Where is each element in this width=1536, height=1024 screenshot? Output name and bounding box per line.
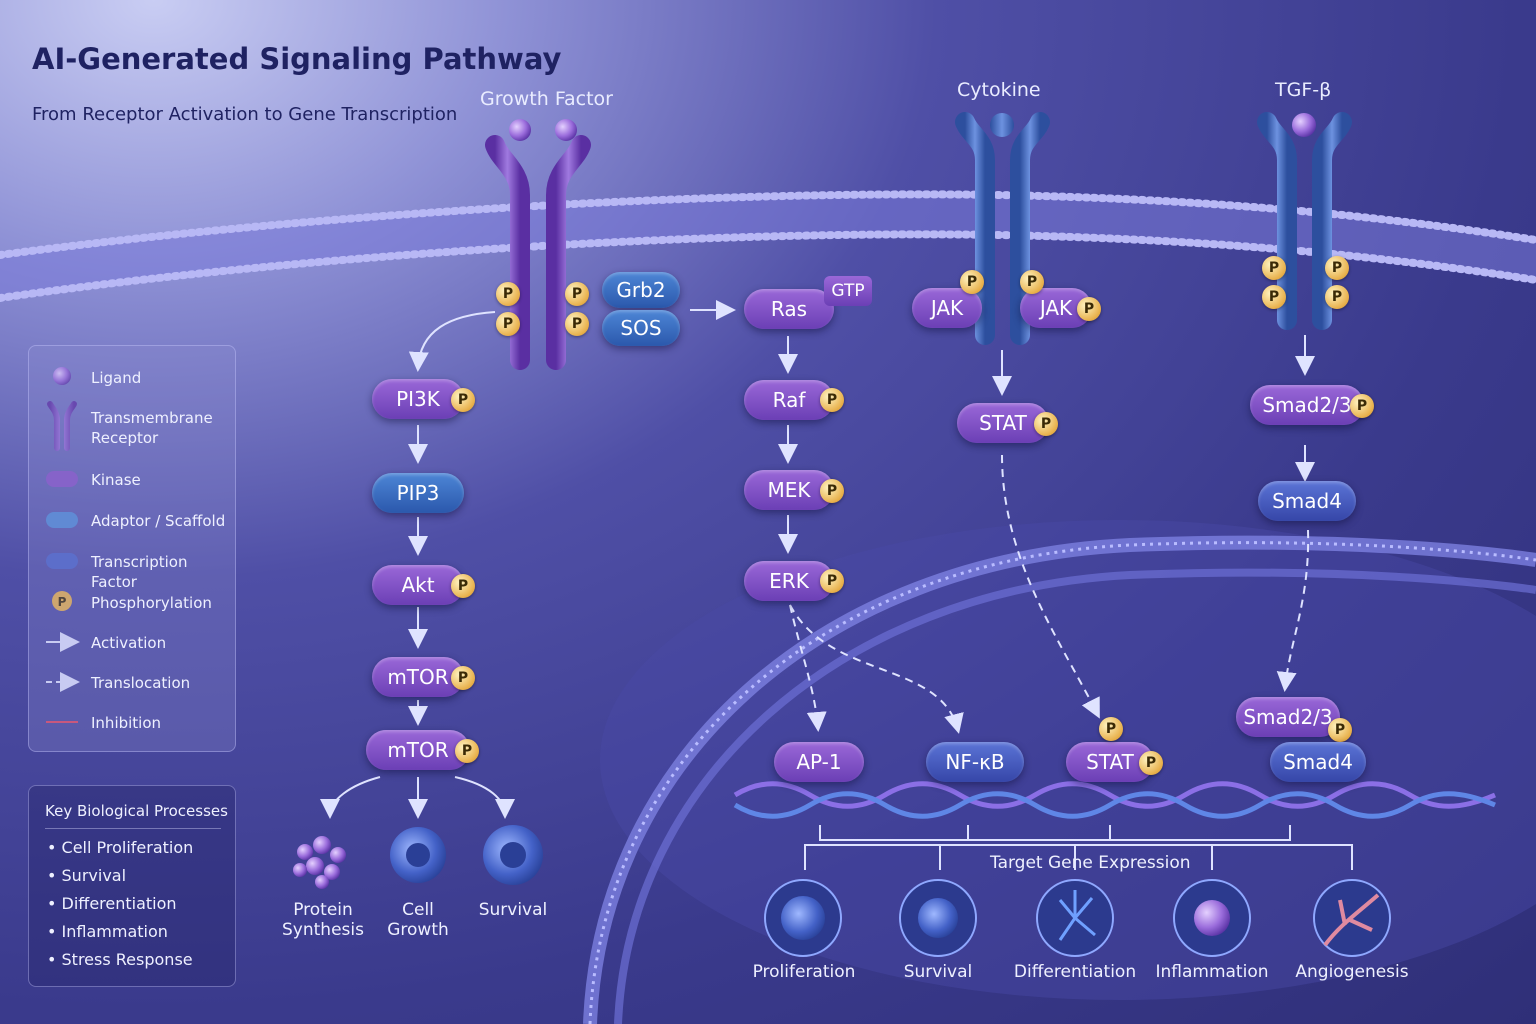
phospho-badge: P <box>565 282 589 306</box>
survival-output-label: Survival <box>478 900 548 920</box>
legend-tf-icon <box>46 553 78 569</box>
angiogenesis-label: Angiogenesis <box>1295 962 1409 982</box>
process-item: • Cell Proliferation <box>47 838 194 857</box>
pi3k-node: PI3K <box>372 379 464 419</box>
phospho-badge: P <box>1328 718 1352 742</box>
growth-factor-label: Growth Factor <box>480 88 613 110</box>
tgf-beta-label: TGF-β <box>1275 79 1332 101</box>
mtor-complex-node: mTOR <box>366 730 470 770</box>
phospho-badge: P <box>1350 394 1374 418</box>
dna-helix <box>733 781 1496 819</box>
activation-arrows <box>320 300 1315 819</box>
phospho-badge: P <box>820 388 844 412</box>
survival-label: Survival <box>903 962 973 982</box>
akt-node: Akt <box>372 565 464 605</box>
legend-item: Transcription Factor <box>91 553 188 591</box>
target-gene-bracket <box>804 825 1353 870</box>
legend-item: Kinase <box>91 471 141 489</box>
divider <box>45 828 221 829</box>
phospho-badge: P <box>496 282 520 306</box>
process-item: • Differentiation <box>47 894 177 913</box>
phospho-badge: P <box>960 270 984 294</box>
plasma-membrane <box>0 190 1536 302</box>
phospho-badge: P <box>1099 717 1123 741</box>
page-subtitle: From Receptor Activation to Gene Transcr… <box>32 104 458 125</box>
gtp-badge: GTP <box>824 276 872 306</box>
phospho-badge: P <box>1034 412 1058 436</box>
process-item: • Inflammation <box>47 922 168 941</box>
phospho-badge: P <box>1325 285 1349 309</box>
ap1-node: AP-1 <box>774 742 864 782</box>
protein-synthesis-label: Protein Synthesis <box>282 900 364 940</box>
target-gene-expression-label: Target Gene Expression <box>990 853 1191 873</box>
nuclear-smad23-node: Smad2/3 <box>1236 697 1340 737</box>
legend-item: Phosphorylation <box>91 594 212 612</box>
legend-item: Ligand <box>91 369 142 387</box>
nuclear-smad4-node: Smad4 <box>1270 742 1366 782</box>
phospho-badge: P <box>455 739 479 763</box>
phospho-badge: P <box>565 312 589 336</box>
phospho-badge: P <box>1020 270 1044 294</box>
legend-adaptor-icon <box>46 512 78 528</box>
phospho-badge: P <box>451 574 475 598</box>
ras-node: Ras <box>744 289 834 329</box>
ligand <box>509 119 531 141</box>
mtor-node: mTOR <box>372 657 464 697</box>
jak-left-node: JAK <box>912 288 982 328</box>
legend-kinase-icon <box>46 471 78 487</box>
svg-text:P: P <box>58 595 67 609</box>
key-processes-title: Key Biological Processes <box>45 802 228 820</box>
growth-factor-receptor <box>485 119 591 370</box>
proliferation-label: Proliferation <box>752 962 856 982</box>
phospho-badge: P <box>1139 751 1163 775</box>
smad4-node: Smad4 <box>1258 481 1356 521</box>
key-processes-panel: Key Biological Processes • Cell Prolifer… <box>28 785 236 987</box>
differentiation-label: Differentiation <box>1013 962 1137 982</box>
translocation-arrows <box>789 454 1310 734</box>
pip3-node: PIP3 <box>372 473 464 513</box>
legend-item: Activation <box>91 634 167 652</box>
nfkb-node: NF-κB <box>926 742 1024 782</box>
sos-node: SOS <box>602 310 680 346</box>
legend-item: Translocation <box>91 674 191 692</box>
cytokine-receptor <box>955 112 1050 345</box>
inflammation-label: Inflammation <box>1155 962 1269 982</box>
legend-item: Adaptor / Scaffold <box>91 512 226 530</box>
phospho-badge: P <box>451 388 475 412</box>
raf-node: Raf <box>744 380 834 420</box>
legend-item: Transmembrane Receptor <box>91 409 213 447</box>
process-item: • Survival <box>47 866 127 885</box>
phospho-badge: P <box>1262 285 1286 309</box>
mek-node: MEK <box>744 470 834 510</box>
smad23-node: Smad2/3 <box>1250 385 1364 425</box>
phospho-badge: P <box>1325 256 1349 280</box>
legend-receptor-icon <box>47 401 77 451</box>
cytokine-label: Cytokine <box>957 79 1041 101</box>
phospho-badge: P <box>1262 256 1286 280</box>
stat-node: STAT <box>957 403 1049 443</box>
legend-panel: Ligand Transmembrane Receptor Kinase Ada… <box>28 345 236 752</box>
phospho-badge: P <box>820 569 844 593</box>
phospho-badge: P <box>1077 297 1101 321</box>
protein-synthesis-icon <box>293 836 346 889</box>
grb2-node: Grb2 <box>602 272 680 308</box>
phospho-badge: P <box>451 666 475 690</box>
tgf-beta-receptor <box>1257 112 1352 330</box>
legend-item: Inhibition <box>91 714 162 732</box>
legend-ligand-icon <box>53 367 71 385</box>
phospho-badge: P <box>496 312 520 336</box>
page-title: AI-Generated Signaling Pathway <box>32 42 562 76</box>
cell-growth-label: Cell Growth <box>387 900 449 940</box>
phospho-badge: P <box>820 479 844 503</box>
erk-node: ERK <box>744 561 834 601</box>
legend-phosphorylation-icon <box>52 591 72 611</box>
process-item: • Stress Response <box>47 950 193 969</box>
